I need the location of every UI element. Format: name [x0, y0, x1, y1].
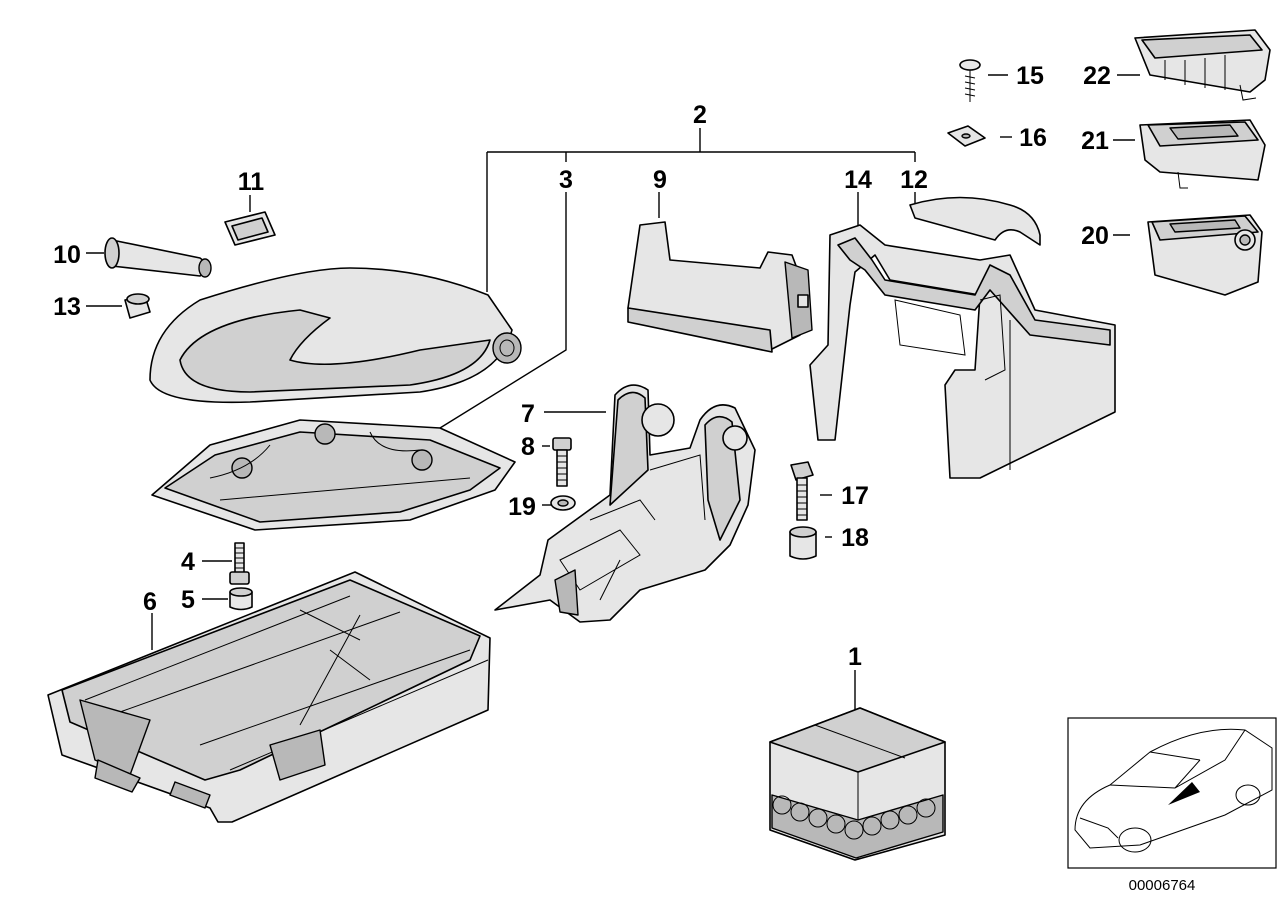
- callout-4: 4: [181, 548, 195, 576]
- callout-11: 11: [238, 168, 265, 196]
- bolt-part-17: [790, 461, 814, 521]
- screw-part-4: [229, 542, 250, 585]
- callout-3: 3: [559, 166, 573, 194]
- callout-labels: 1 2 3 4 5 6 7 8 9 10 11 12 13 14 15 16 1…: [53, 62, 1195, 894]
- pin-part-10: [104, 237, 212, 278]
- bushing-part-13: [124, 293, 151, 319]
- clip-part-11: [224, 211, 276, 246]
- callout-20: 20: [1081, 222, 1109, 250]
- parts-box-part-1: [769, 707, 946, 861]
- callout-6: 6: [143, 588, 157, 616]
- callout-12: 12: [900, 166, 928, 194]
- armrest-lid-part-3: [149, 267, 522, 404]
- callout-16: 16: [1019, 124, 1047, 152]
- side-frame-part-14: [809, 224, 1116, 479]
- image-code: 00006764: [1129, 877, 1196, 894]
- washer-part-19: [550, 495, 576, 511]
- leader-lines: [86, 74, 1140, 712]
- mount-part-9: [627, 221, 813, 353]
- clip-nut-part-16: [947, 125, 986, 147]
- cover-part-12: [909, 196, 1041, 246]
- screw-part-15: [959, 59, 981, 102]
- sleeve-part-5: [229, 587, 253, 611]
- callout-9: 9: [653, 166, 667, 194]
- callout-10: 10: [53, 241, 81, 269]
- callout-22: 22: [1083, 62, 1111, 90]
- vehicle-thumbnail: [1067, 717, 1277, 869]
- callout-15: 15: [1016, 62, 1044, 90]
- bolt-part-8: [552, 437, 572, 487]
- storage-tray-part-6: [47, 571, 491, 823]
- callout-14: 14: [844, 166, 872, 194]
- callout-17: 17: [841, 482, 869, 510]
- callout-19: 19: [508, 493, 536, 521]
- callout-2: 2: [693, 101, 707, 129]
- callout-5: 5: [181, 586, 195, 614]
- callout-7: 7: [521, 400, 535, 428]
- callout-21: 21: [1081, 127, 1109, 155]
- callout-18: 18: [841, 524, 869, 552]
- sleeve-part-18: [789, 526, 817, 560]
- ashtray-frame-part-22: [1134, 29, 1271, 101]
- ashtray-part-21: [1139, 119, 1266, 189]
- ashtray-insert-part-20: [1147, 214, 1263, 296]
- lid-inner-panel: [151, 419, 516, 531]
- callout-8: 8: [521, 433, 535, 461]
- bracket-part-7: [494, 384, 756, 623]
- callout-1: 1: [848, 643, 862, 671]
- callout-13: 13: [53, 293, 81, 321]
